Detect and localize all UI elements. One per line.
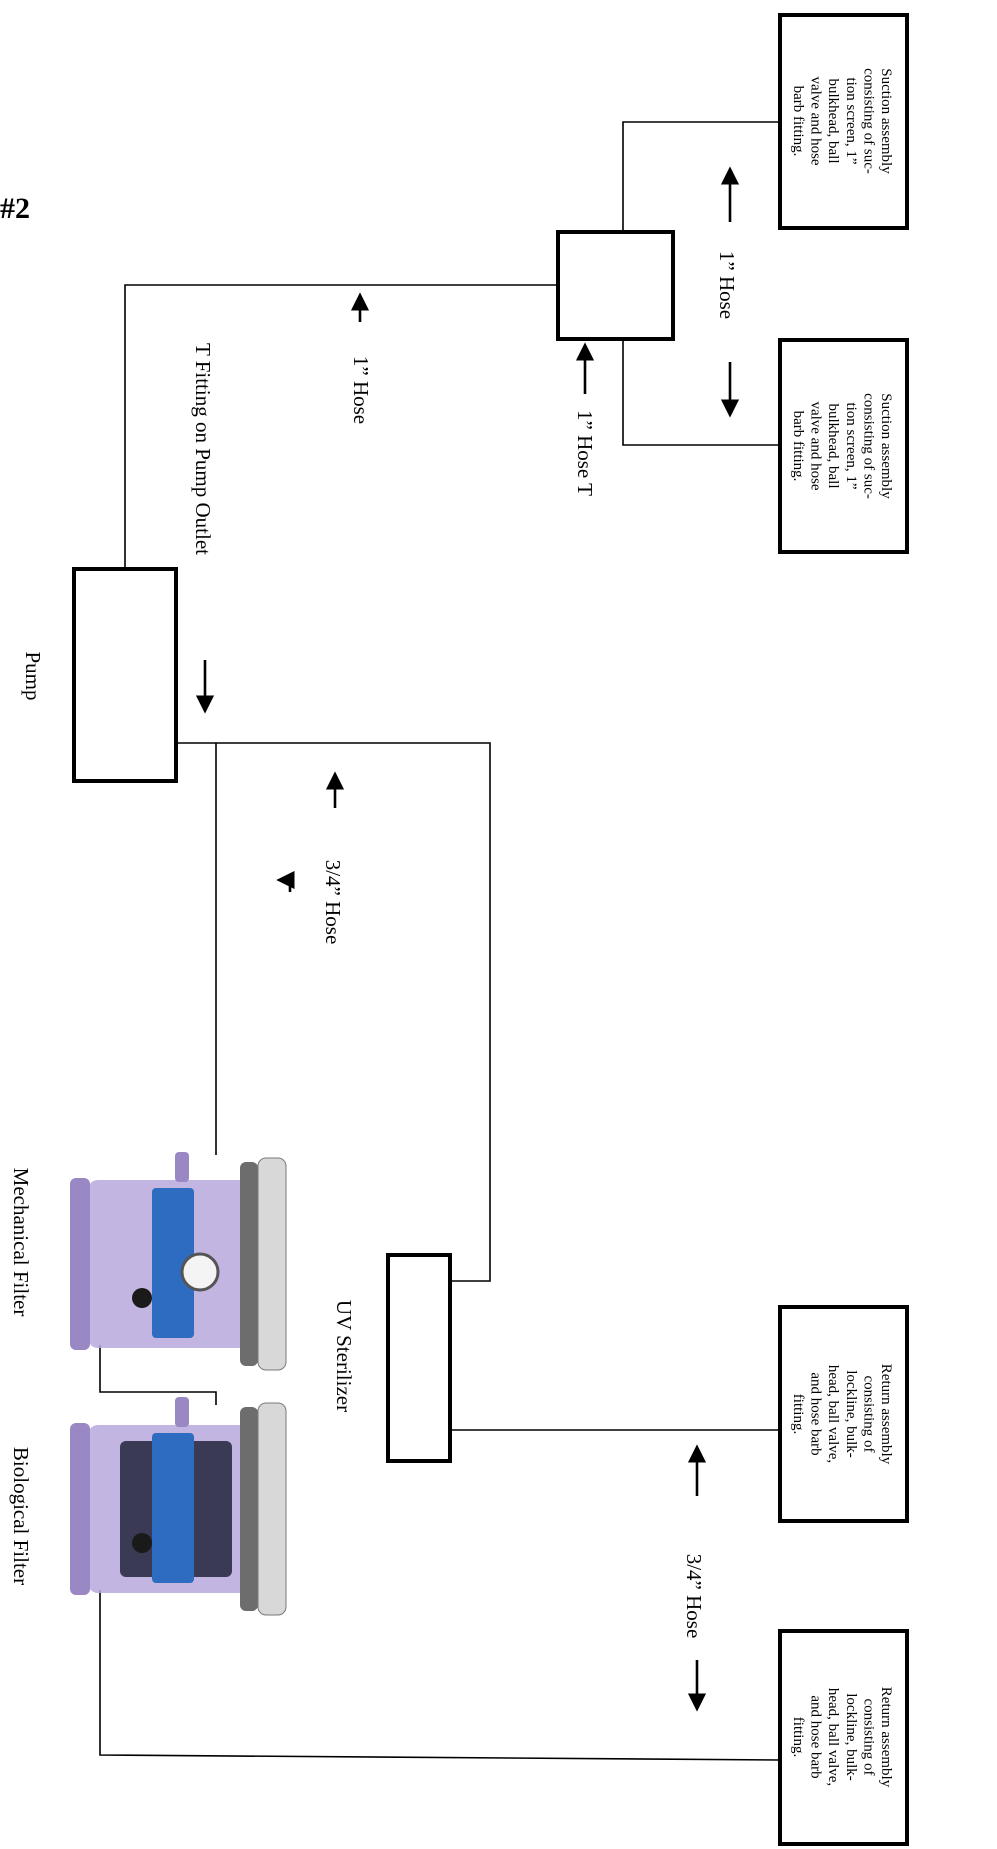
pump-box [72, 567, 178, 783]
hose-label-1-inch-pump: 1” Hose [349, 356, 373, 424]
box-text-line: and hose barb [808, 1695, 824, 1778]
box-text-line: valve and hose [808, 76, 824, 165]
mechanical-filter-label: Mechanical Filter [9, 1168, 33, 1317]
box-text-line: Suction assembly [878, 68, 894, 174]
return-assembly-box-1 [778, 1305, 909, 1523]
hose-t-label: 1” Hose T [573, 410, 597, 496]
line-mechanical-to-biological [99, 1345, 217, 1405]
canister-filter-icon [70, 1397, 287, 1616]
box-text-line: head, ball valve, [825, 1365, 841, 1463]
t-fitting-label: T Fitting on Pump Outlet [191, 343, 215, 555]
box-text-line: Return assembly [878, 1364, 894, 1465]
box-text-line: fitting. [790, 1394, 806, 1434]
box-text-line: tion screen, 1” [843, 77, 859, 164]
hose-label-3-4-inch-return: 3/4” Hose [682, 1554, 706, 1639]
return-assembly-text-2: Return assemblyconsisting oflockline, bu… [790, 1687, 894, 1788]
uv-sterilizer-box [386, 1253, 452, 1463]
box-text-line: Return assembly [878, 1687, 894, 1788]
box-text-line: barb fitting. [790, 86, 806, 157]
box-text-line: bulkhead, ball [825, 404, 841, 489]
suction-assembly-text-1: Suction assemblyconsisting of suc-tion s… [790, 68, 894, 174]
canister-filter-icon [70, 1152, 287, 1371]
suction-assembly-box-1 [778, 13, 909, 230]
figure-label: #2 [0, 192, 30, 225]
return-assembly-text-1: Return assemblyconsisting oflockline, bu… [790, 1364, 894, 1465]
box-text-line: Suction assembly [878, 393, 894, 499]
connection-lines [99, 121, 781, 1761]
pump-label: Pump [21, 651, 45, 700]
arrow-icon [276, 870, 295, 892]
box-text-line: lockline, bulk- [843, 1693, 859, 1780]
box-text-line: fitting. [790, 1717, 806, 1757]
line-biological-to-return [99, 1590, 781, 1761]
hose-t-box [556, 230, 675, 341]
line-hose-t-to-pump [124, 284, 558, 569]
return-assembly-box-2 [778, 1629, 909, 1846]
box-text-line: consisting of suc- [860, 393, 876, 499]
suction-line-lower [622, 339, 780, 446]
box-text-line: tion screen, 1” [843, 402, 859, 489]
line-pump-to-uv [176, 742, 491, 1282]
box-text-line: consisting of [860, 1375, 876, 1452]
biological-filter-image [70, 1397, 287, 1616]
suction-assembly-box-2 [778, 338, 909, 554]
box-text-line: lockline, bulk- [843, 1370, 859, 1457]
box-text-line: and hose barb [808, 1372, 824, 1455]
box-text-line: valve and hose [808, 401, 824, 490]
uv-sterilizer-label: UV Sterilizer [332, 1300, 356, 1412]
box-text-line: consisting of suc- [860, 68, 876, 174]
hose-label-1-inch-suction: 1” Hose [715, 251, 739, 319]
hose-label-3-4-inch-pump: 3/4” Hose [321, 860, 345, 945]
box-text-line: barb fitting. [790, 411, 806, 482]
box-text-line: bulkhead, ball [825, 79, 841, 164]
mechanical-filter-image [70, 1152, 287, 1371]
biological-filter-label: Biological Filter [9, 1447, 33, 1585]
suction-line-upper [622, 121, 780, 232]
box-text-line: head, ball valve, [825, 1688, 841, 1786]
arrows [195, 166, 740, 1712]
suction-assembly-text-2: Suction assemblyconsisting of suc-tion s… [790, 393, 894, 499]
box-text-line: consisting of [860, 1698, 876, 1775]
